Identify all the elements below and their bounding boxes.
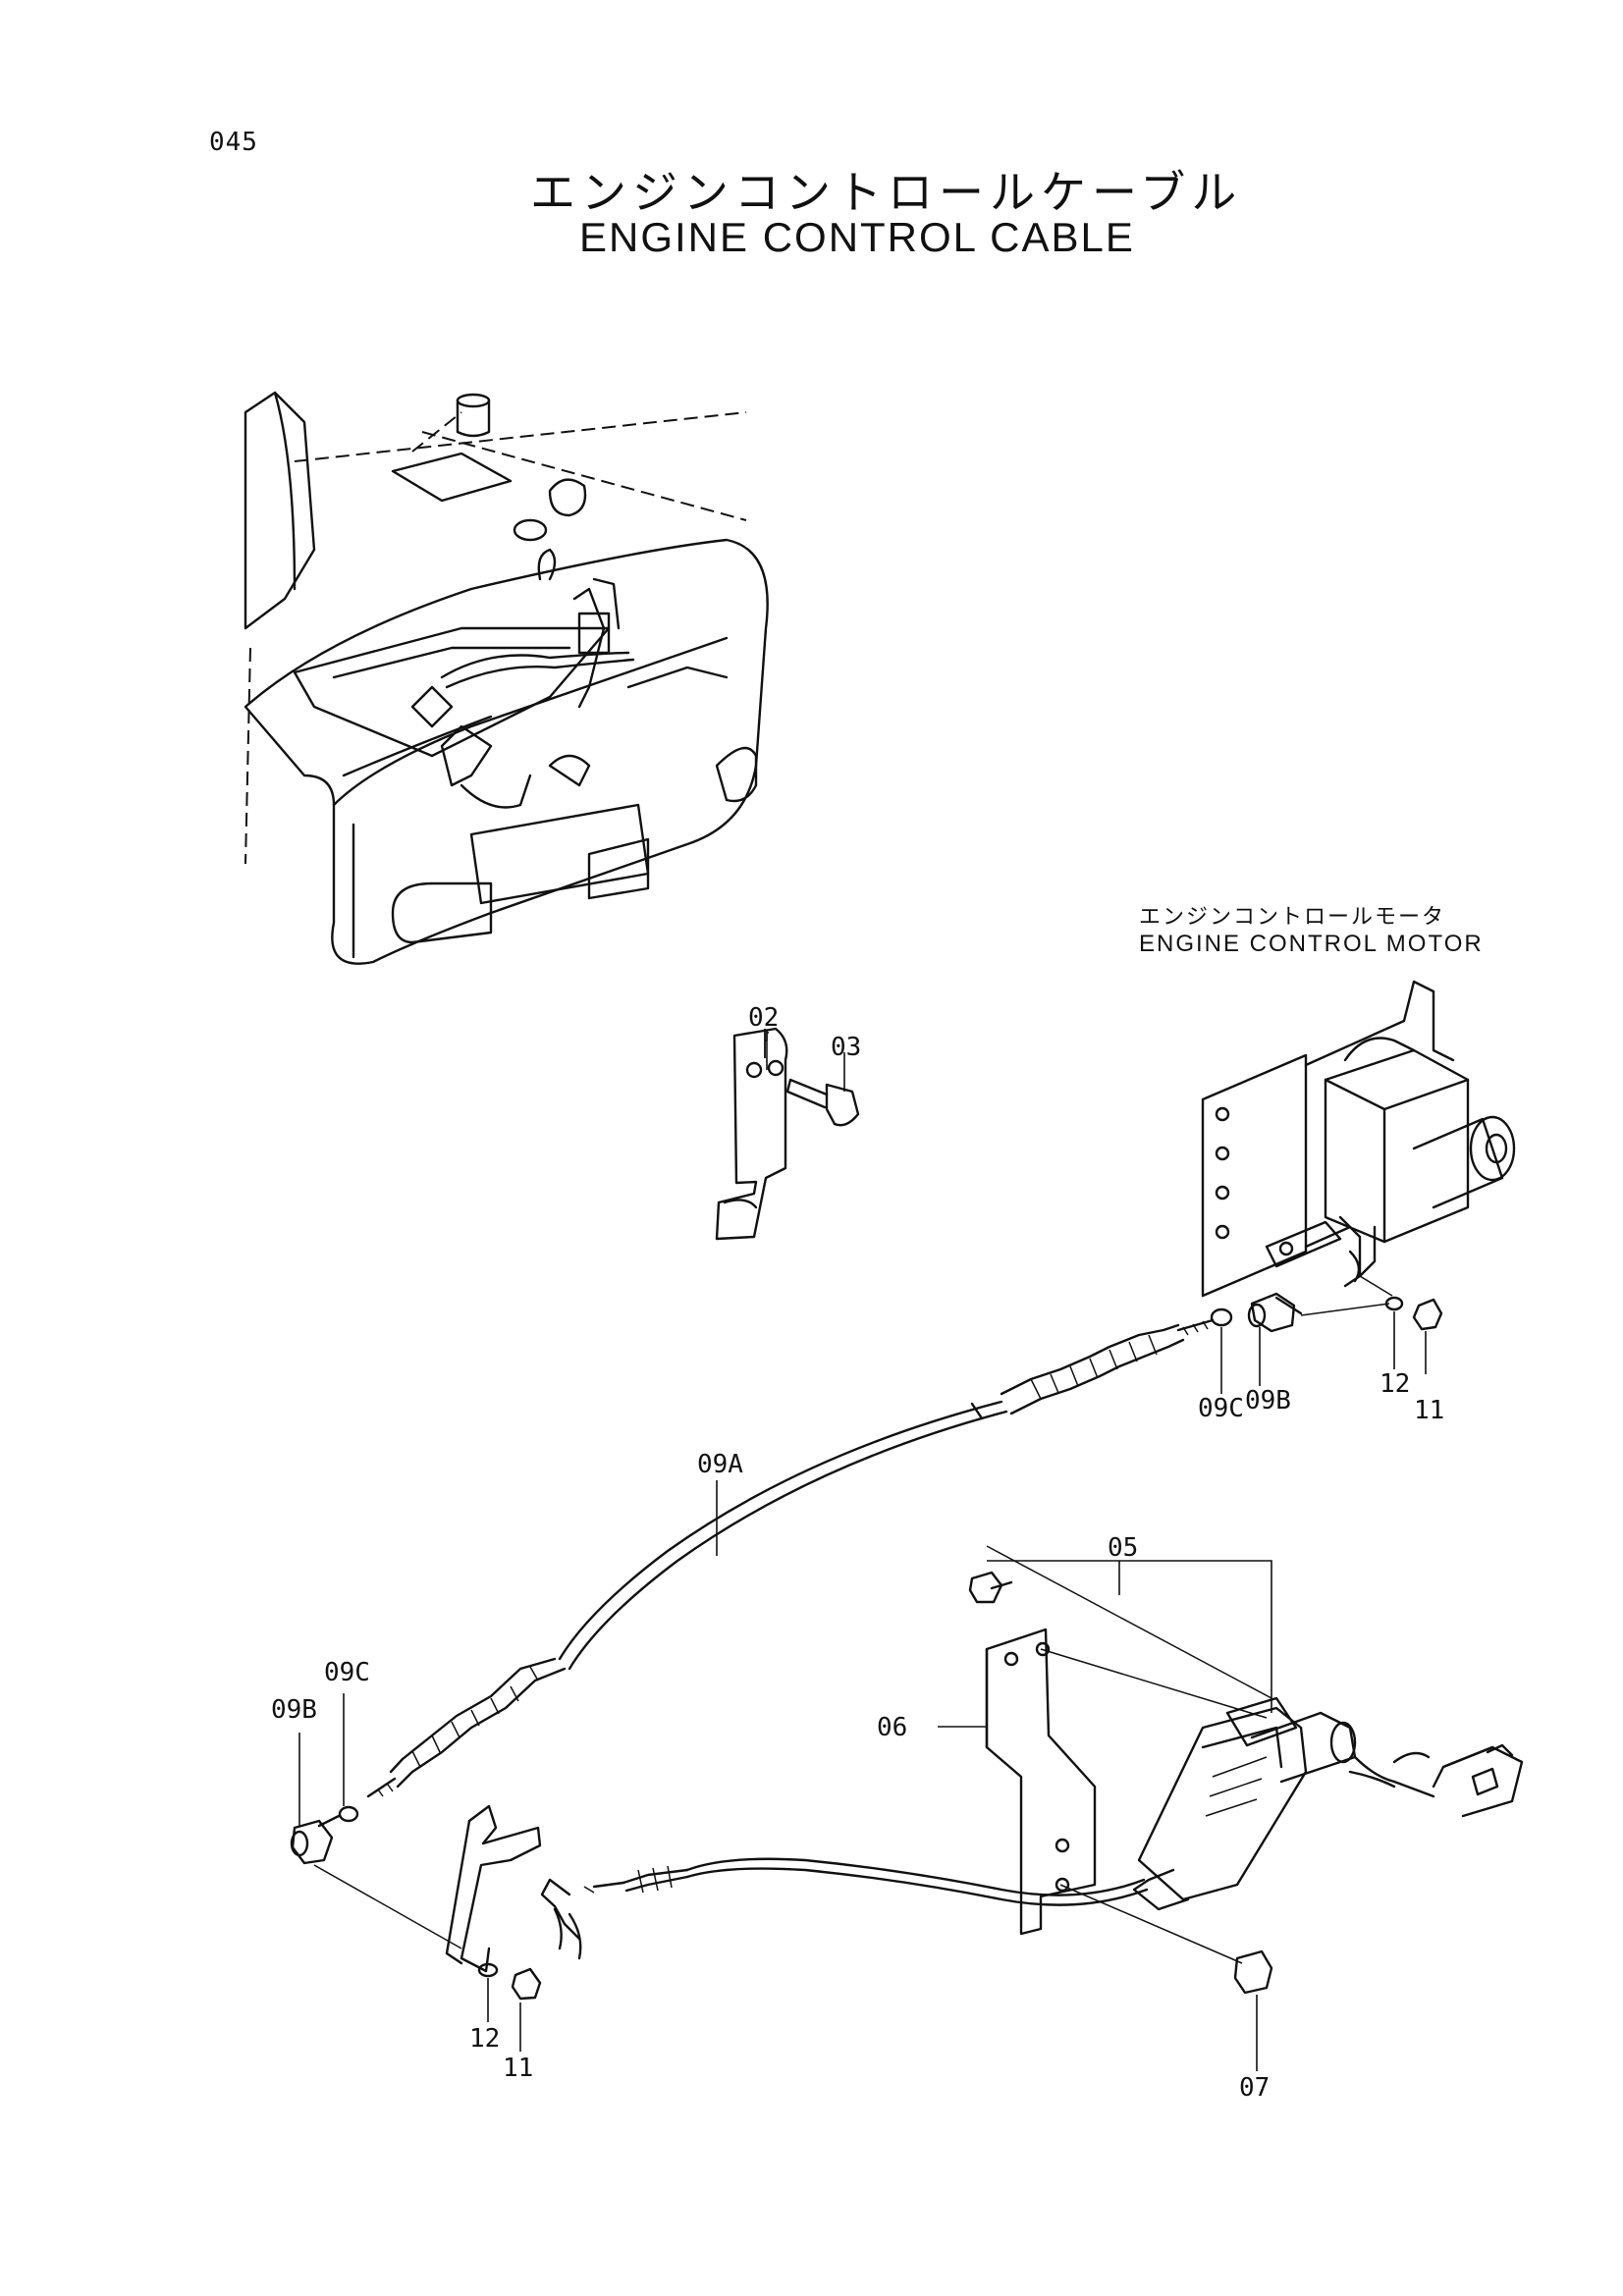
machine-overview — [243, 391, 769, 965]
part-label-05: 05 — [1108, 1533, 1138, 1563]
page-number: 045 — [209, 128, 258, 157]
fittings-top — [1210, 1275, 1443, 1333]
part-label-09c-left: 09C — [324, 1658, 370, 1687]
engine-control-motor — [1201, 980, 1516, 1298]
bolt-03 — [785, 1078, 860, 1127]
bracket-02 — [715, 1027, 788, 1241]
actuator — [1132, 1696, 1524, 1911]
motor-label-japanese: エンジンコントロールモータ — [1139, 905, 1446, 930]
part-label-03: 03 — [831, 1033, 861, 1062]
part-label-09b-top: 09B — [1245, 1386, 1291, 1415]
bolt-07 — [1059, 1884, 1273, 1995]
cable-09a — [366, 1318, 1215, 1798]
callout-lines — [298, 1029, 1427, 2071]
title-english: ENGINE CONTROL CABLE — [579, 214, 1135, 260]
part-label-11-bottom: 11 — [503, 2054, 533, 2083]
lever-bottom — [445, 1804, 542, 2001]
part-label-09a: 09A — [697, 1450, 743, 1479]
part-label-11-top: 11 — [1414, 1396, 1444, 1425]
part-label-02: 02 — [748, 1003, 779, 1033]
screw-05 — [968, 1545, 1272, 1719]
part-label-06: 06 — [877, 1713, 907, 1742]
part-label-12-top: 12 — [1380, 1369, 1410, 1399]
part-label-07: 07 — [1239, 2073, 1270, 2103]
motor-label-english: ENGINE CONTROL MOTOR — [1139, 931, 1484, 957]
part-label-12-bottom: 12 — [469, 2024, 500, 2054]
throttle-cable — [540, 1857, 1149, 1960]
fittings-bottom — [290, 1805, 462, 1949]
part-labels: 02 03 09C 09B 12 11 09A 05 06 09B 09C 12… — [271, 1003, 1444, 2103]
title-japanese: エンジンコントロールケーブル — [530, 166, 1243, 219]
part-label-09c-top: 09C — [1198, 1394, 1244, 1423]
part-label-09b-left: 09B — [271, 1695, 317, 1725]
bracket-06 — [985, 1628, 1097, 1936]
